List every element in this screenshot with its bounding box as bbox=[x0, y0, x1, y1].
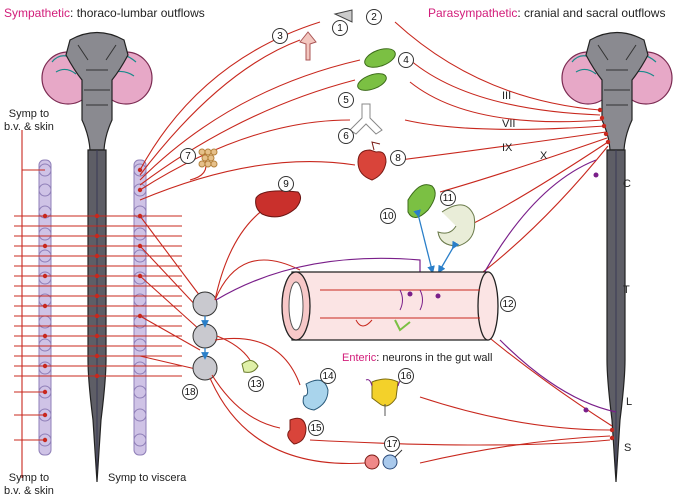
symp-viscera-label: Symp to viscera bbox=[108, 472, 187, 484]
synapse-dots-right bbox=[597, 107, 615, 441]
region-lumbar: L bbox=[626, 396, 633, 408]
cranial-nerve-VII: VII bbox=[502, 118, 516, 130]
synapse-dots-left bbox=[42, 167, 143, 443]
parasympathetic-title: Parasympathetic bbox=[428, 6, 518, 20]
region-sacral: S bbox=[624, 442, 632, 454]
pilo-gland-organ bbox=[198, 148, 218, 168]
organ-number-15: 15 bbox=[308, 420, 324, 436]
organ-number-6: 6 bbox=[338, 128, 354, 144]
organ-number-18: 18 bbox=[182, 384, 198, 400]
enteric-title: Enteric bbox=[342, 352, 377, 364]
cranial-nerve-III: III bbox=[502, 90, 512, 102]
enteric-desc: : neurons in the gut wall bbox=[376, 352, 493, 364]
right-brain-and-cord bbox=[561, 31, 673, 483]
region-cervical: C bbox=[623, 178, 631, 190]
stomach-pancreas-organ bbox=[437, 204, 476, 247]
organ-number-5: 5 bbox=[338, 92, 354, 108]
symp-bv-top-line2: b.v. & skin bbox=[4, 121, 54, 133]
sympathetic-title: Sympathetic bbox=[4, 6, 71, 20]
organ-number-3: 3 bbox=[272, 28, 288, 44]
sacral-outflow bbox=[309, 329, 613, 464]
gallbladder-organ bbox=[407, 184, 436, 218]
salivary-duct-organ bbox=[299, 31, 317, 61]
symp-bv-skin-bottom-label: Symp to b.v. & skin bbox=[4, 472, 54, 498]
symp-bv-skin-top-label: Symp to b.v. & skin bbox=[4, 108, 54, 134]
parasympathetic-cranial-fibres bbox=[394, 21, 609, 283]
prevertebral-ganglia bbox=[192, 291, 218, 381]
parasympathetic-desc: : cranial and sacral outflows bbox=[517, 6, 666, 20]
organ-number-16: 16 bbox=[398, 368, 414, 384]
organ-number-17: 17 bbox=[384, 436, 400, 452]
organ-number-7: 7 bbox=[180, 148, 196, 164]
symp-skin-fibres bbox=[14, 391, 45, 478]
organ-number-12: 12 bbox=[500, 296, 516, 312]
organ-number-9: 9 bbox=[278, 176, 294, 192]
trachea-bronchi-organ bbox=[349, 103, 383, 135]
gut-tube-organ bbox=[281, 271, 499, 341]
parasympathetic-heading: Parasympathetic: cranial and sacral outf… bbox=[428, 6, 665, 20]
genital-organs bbox=[364, 449, 403, 470]
symp-bv-bottom-line1: Symp to bbox=[8, 472, 50, 484]
organ-number-8: 8 bbox=[390, 150, 406, 166]
symp-postganglionic-head bbox=[139, 21, 361, 201]
kidney-red-organ bbox=[287, 417, 307, 445]
heart-organ bbox=[357, 141, 387, 181]
liver-organ bbox=[255, 190, 302, 218]
organ-number-13: 13 bbox=[248, 376, 264, 392]
bladder-organ bbox=[365, 378, 405, 416]
region-thoracic: T bbox=[623, 284, 630, 296]
cranial-nerve-X: X bbox=[540, 150, 548, 162]
symp-postganglionic-viscera bbox=[209, 204, 366, 465]
symp-bv-top-line1: Symp to bbox=[8, 108, 50, 120]
symp-bv-bottom-line2: b.v. & skin bbox=[4, 485, 54, 497]
kidney-organ bbox=[302, 379, 329, 411]
sympathetic-heading: Sympathetic: thoraco-lumbar outflows bbox=[4, 6, 205, 20]
organ-number-14: 14 bbox=[320, 368, 336, 384]
lacrimal-gland-organs bbox=[357, 48, 396, 91]
organ-number-11: 11 bbox=[440, 190, 456, 206]
eye-organ bbox=[333, 9, 353, 23]
sympathetic-desc: : thoraco-lumbar outflows bbox=[70, 6, 205, 20]
organ-number-2: 2 bbox=[366, 9, 382, 25]
organ-number-10: 10 bbox=[380, 208, 396, 224]
organ-number-1: 1 bbox=[332, 20, 348, 36]
organ-number-4: 4 bbox=[398, 52, 414, 68]
enteric-label: Enteric: neurons in the gut wall bbox=[342, 352, 492, 364]
adrenal-organ bbox=[241, 360, 259, 373]
cranial-nerve-IX: IX bbox=[502, 142, 513, 154]
